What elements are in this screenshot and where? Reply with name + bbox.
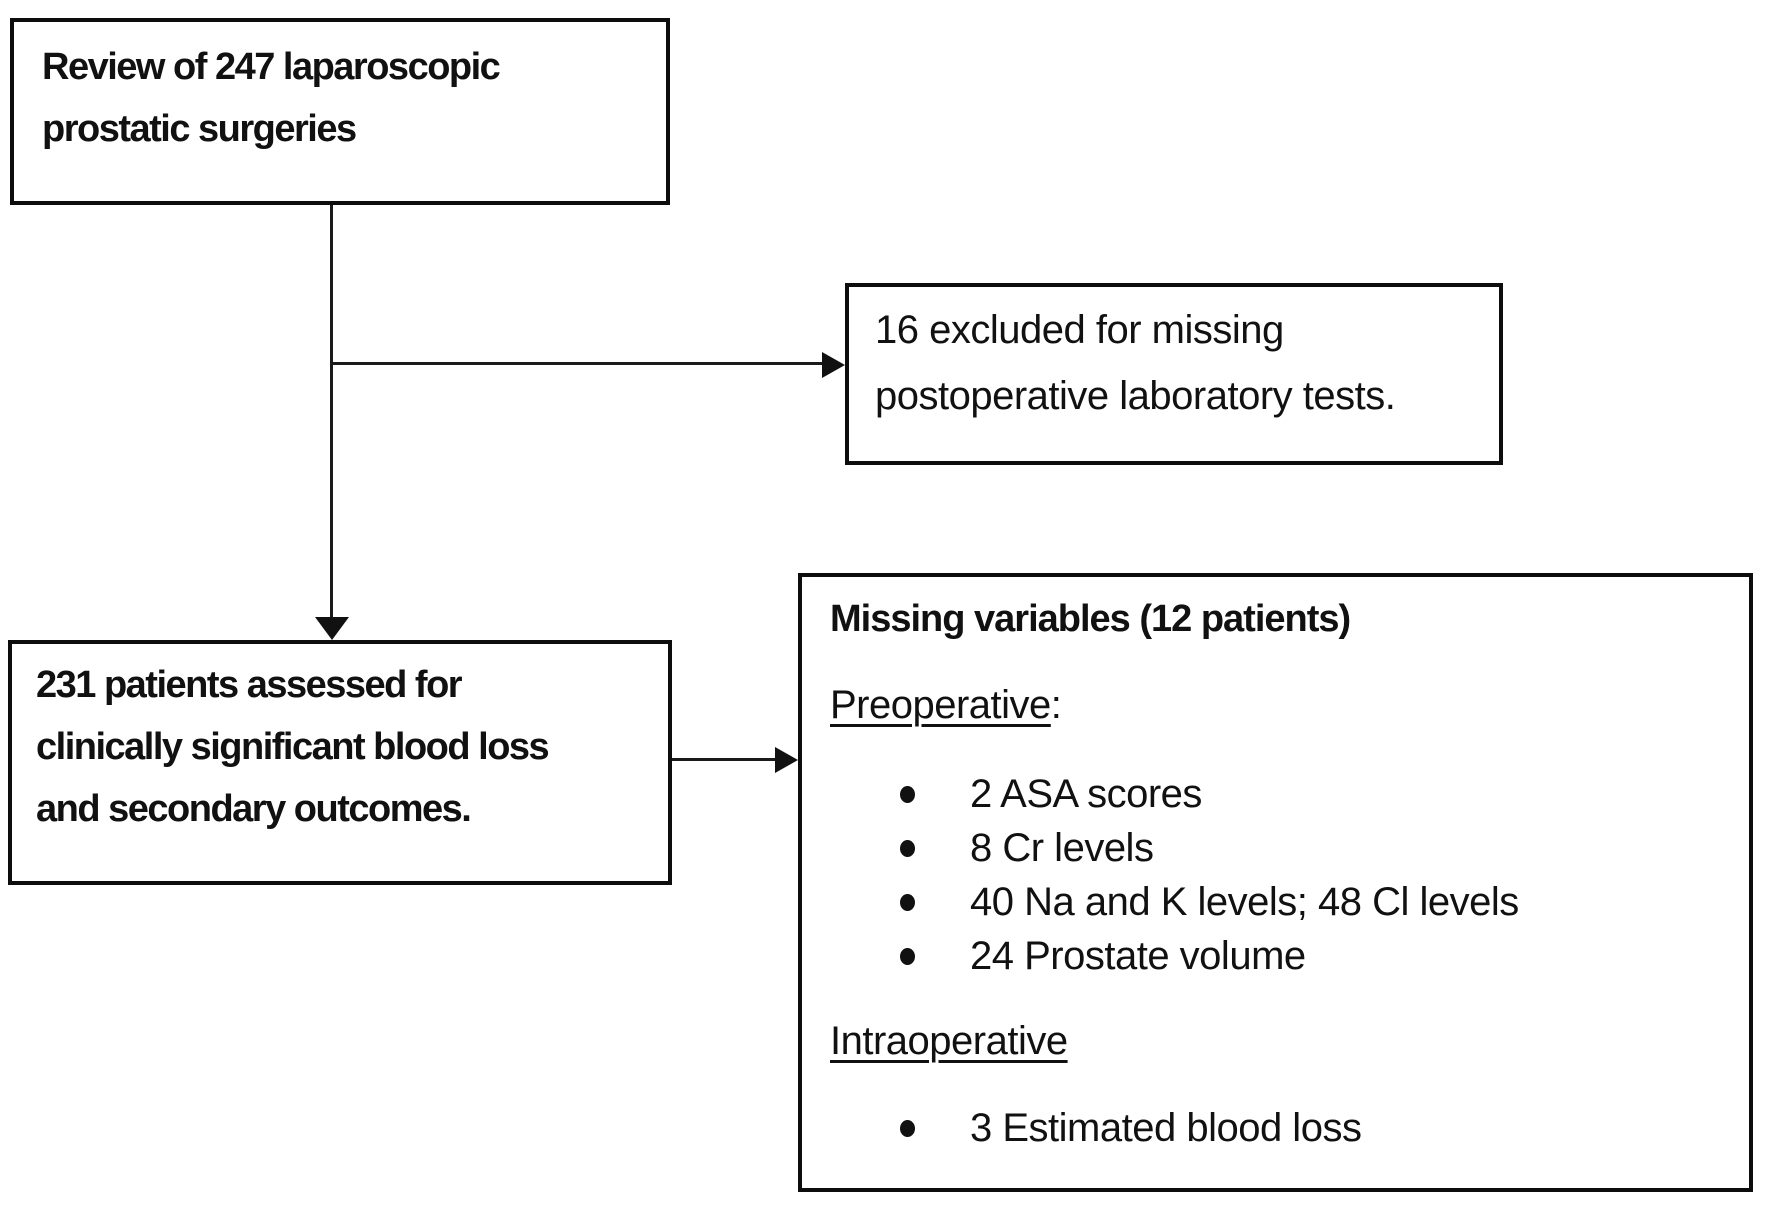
text-line: and secondary outcomes. xyxy=(36,788,472,830)
box-excluded-patients: 16 excluded for missing postoperative lab… xyxy=(845,283,1503,465)
box-assessed-patients: 231 patients assessed for clinically sign… xyxy=(8,640,672,885)
intraoperative-bullet-list: 3 Estimated blood loss xyxy=(830,1101,1725,1155)
preoperative-heading-label: Preoperative xyxy=(830,683,1051,727)
intraoperative-heading-label: Intraoperative xyxy=(830,1019,1068,1063)
connector-branch-to-excluded xyxy=(331,362,823,365)
text-line: Review of 247 laparoscopic xyxy=(42,46,501,88)
text-line: postoperative laboratory tests. xyxy=(875,374,1396,418)
arrowhead-right-icon xyxy=(775,747,798,773)
box-review-text: Review of 247 laparoscopic prostatic surg… xyxy=(42,36,650,160)
box-review-surgeries: Review of 247 laparoscopic prostatic surg… xyxy=(10,18,670,205)
text-line: prostatic surgeries xyxy=(42,108,357,150)
bullet-item: 40 Na and K levels; 48 Cl levels xyxy=(830,875,1725,929)
connector-review-to-assessed xyxy=(330,205,333,625)
bullet-item: 8 Cr levels xyxy=(830,821,1725,875)
bullet-item: 24 Prostate volume xyxy=(830,929,1725,983)
intraoperative-heading: Intraoperative xyxy=(830,1013,1725,1069)
box-missing-variables: Missing variables (12 patients) Preopera… xyxy=(798,573,1753,1192)
box-excluded-text: 16 excluded for missing postoperative lab… xyxy=(875,297,1485,429)
preoperative-heading: Preoperative: xyxy=(830,677,1725,733)
section-intraoperative: Intraoperative 3 Estimated blood loss xyxy=(830,1013,1725,1155)
preoperative-heading-suffix: : xyxy=(1050,683,1062,727)
bullet-item: 2 ASA scores xyxy=(830,767,1725,821)
box-assessed-text: 231 patients assessed for clinically sign… xyxy=(36,654,654,840)
connector-assessed-to-missing xyxy=(672,758,776,761)
text-line: 231 patients assessed for xyxy=(36,664,463,706)
text-line: 16 excluded for missing xyxy=(875,308,1284,352)
text-line: clinically significant blood loss xyxy=(36,726,550,768)
arrowhead-right-icon xyxy=(822,352,845,378)
missing-variables-title: Missing variables (12 patients) xyxy=(830,598,1351,640)
bullet-item: 3 Estimated blood loss xyxy=(830,1101,1725,1155)
arrowhead-down-icon xyxy=(315,617,349,640)
